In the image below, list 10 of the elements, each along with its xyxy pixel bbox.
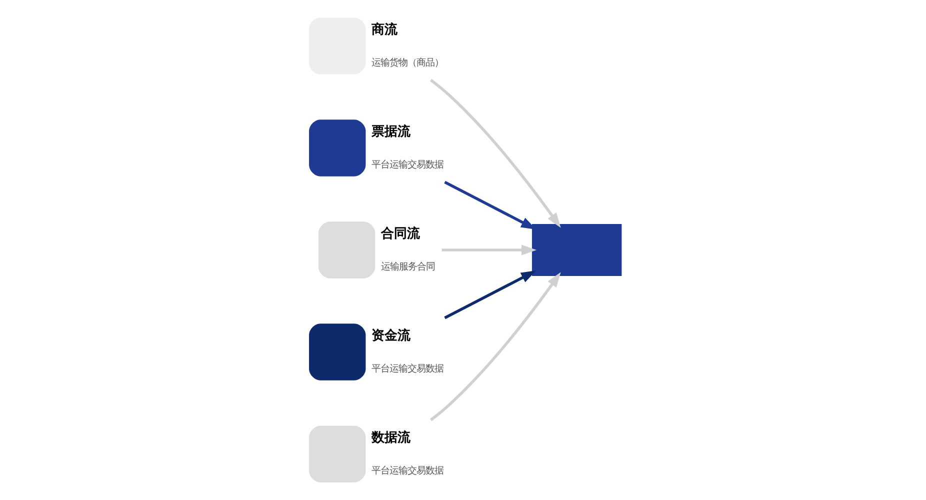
- node-label: 平台运输交易数据: [371, 465, 444, 476]
- node-label: 票据流: [371, 124, 410, 140]
- node-label: 合同流: [380, 226, 420, 242]
- node-label: 平台运输交易数据: [371, 363, 444, 374]
- node-label: 数据流: [371, 430, 410, 446]
- node-label: 资金流: [371, 328, 410, 344]
- node-label: 运输服务合同: [380, 261, 435, 272]
- node-label: 平台运输交易数据: [371, 159, 444, 170]
- node-label: 商流: [371, 22, 398, 38]
- node-label: 运输货物（商品）: [371, 57, 444, 68]
